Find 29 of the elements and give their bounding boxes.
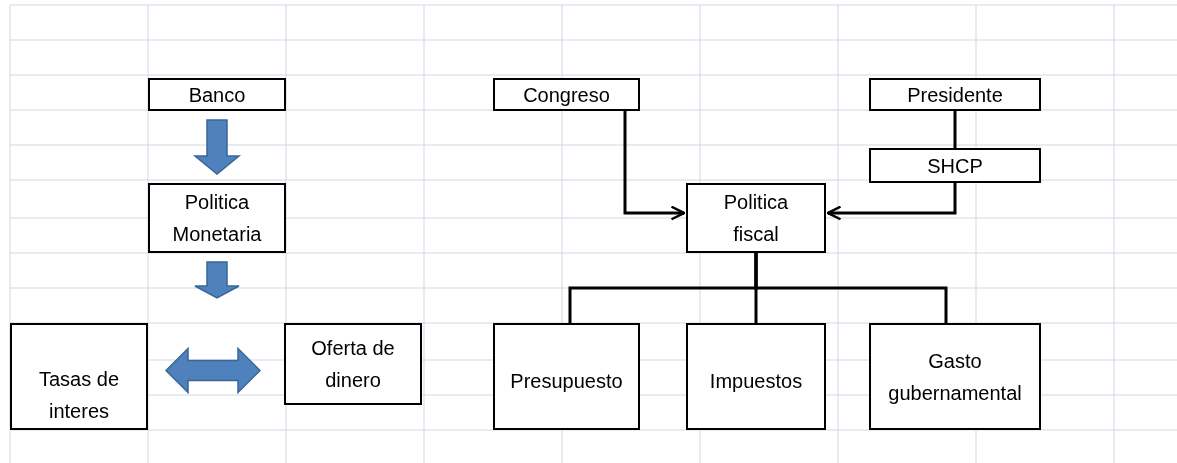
box-label: Tasas de interes [37,366,121,424]
block-arrow [164,346,262,395]
box-label: Gasto gubernamental [887,348,1023,406]
box-label: Politica Monetaria [171,190,263,247]
connector-line [754,253,948,323]
label-box [284,323,422,405]
label-box [148,78,286,111]
box-label: Oferta de dinero [310,336,396,393]
label-box [869,323,1041,430]
box-label: Politica fiscal [722,190,790,247]
label-box [686,323,826,430]
connector-line [953,111,957,148]
label-box [148,183,286,253]
block-arrow [194,261,240,299]
label-box [869,148,1041,183]
arrow [826,183,957,221]
box-label: Congreso [523,82,610,108]
label-box [493,78,640,111]
label-box [10,323,148,430]
arrow [623,111,686,221]
label-box [686,183,826,253]
label-box [493,323,640,430]
label-box [869,78,1041,111]
block-arrow [192,119,242,175]
box-label: Impuestos [709,368,803,394]
box-label: Presupuesto [510,368,623,394]
box-label: SHCP [927,153,983,179]
box-label: Banco [188,82,246,108]
box-label: Presidente [907,82,1003,108]
